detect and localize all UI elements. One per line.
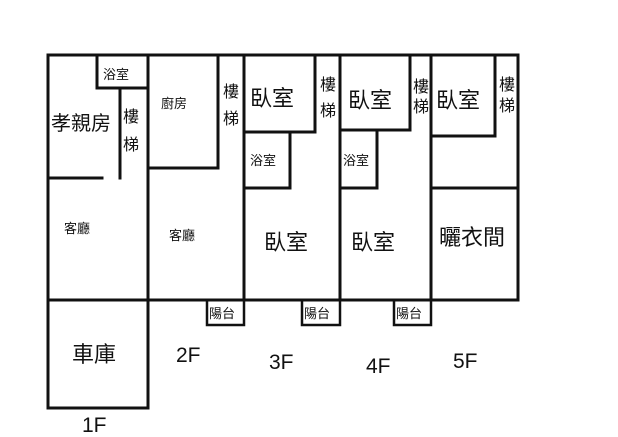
floor-2-stairs-label-top: 樓 bbox=[223, 82, 239, 101]
floor-5-drying-room-label: 曬衣間 bbox=[439, 226, 505, 251]
floor-1-stairs-label-top: 樓 bbox=[123, 107, 139, 126]
floor-3-stairs-label-top: 樓 bbox=[320, 75, 336, 94]
floor-4-bathroom-wall bbox=[338, 128, 379, 190]
floor-2-kitchen-wall bbox=[146, 53, 220, 170]
floor-4-label: 4F bbox=[366, 355, 391, 378]
floor-2-stairs-label-bottom: 梯 bbox=[223, 109, 239, 128]
floor-5-bedroom-top-label: 臥室 bbox=[436, 89, 480, 114]
floor-3-stairs-label-bottom: 梯 bbox=[320, 101, 336, 120]
floor-4-balcony-box bbox=[392, 298, 433, 327]
floor-3-balcony-label: 陽台 bbox=[304, 307, 330, 322]
floor-4-stairs-label-top: 樓 bbox=[413, 77, 429, 96]
floor-4-stairs-label-bottom: 梯 bbox=[413, 97, 429, 116]
floor-3-bedroom-top-label: 臥室 bbox=[250, 87, 294, 112]
floor-1: 浴室 孝親房 樓 梯 客廳 車庫 1F bbox=[46, 53, 150, 437]
floor-4-bedroom-top-label: 臥室 bbox=[348, 89, 392, 114]
floor-1-bathroom-label: 浴室 bbox=[103, 67, 129, 83]
floor-4-bedroom-top-wall bbox=[338, 53, 412, 132]
floor-4: 臥室 樓 梯 浴室 臥室 陽台 4F bbox=[338, 53, 433, 378]
floor-3: 臥室 樓 梯 浴室 臥室 陽台 3F bbox=[242, 53, 342, 374]
floor-5-stairs-label-top: 樓 bbox=[499, 75, 515, 94]
floor-5-outline bbox=[429, 53, 520, 302]
floor-4-bathroom-label: 浴室 bbox=[343, 153, 369, 169]
floor-2-kitchen-label: 廚房 bbox=[161, 96, 187, 112]
floor-1-stairs-label-bottom: 梯 bbox=[123, 135, 139, 154]
floor-4-bedroom-bottom-label: 臥室 bbox=[351, 231, 395, 256]
floor-5-bedroom-top-wall bbox=[429, 53, 497, 138]
floor-4-balcony-label: 陽台 bbox=[396, 307, 422, 322]
floor-2: 廚房 樓 梯 客廳 陽台 2F bbox=[146, 53, 246, 367]
floor-5-label: 5F bbox=[453, 350, 478, 373]
floor-5-stairs-label-bottom: 梯 bbox=[499, 96, 515, 115]
floor-1-living-room-label: 客廳 bbox=[64, 221, 90, 237]
floor-1-parents-room-label: 孝親房 bbox=[51, 111, 111, 135]
floor-5: 臥室 樓 梯 曬衣間 5F bbox=[429, 53, 520, 373]
floor-3-balcony-box bbox=[300, 298, 342, 327]
floor-2-balcony-box bbox=[205, 298, 246, 327]
floor-3-bedroom-bottom-label: 臥室 bbox=[264, 231, 308, 256]
floor-3-bedroom-top-wall bbox=[242, 53, 317, 134]
floor-2-living-room-label: 客廳 bbox=[169, 228, 195, 244]
floor-1-label: 1F bbox=[82, 414, 107, 437]
floor-3-bathroom-label: 浴室 bbox=[250, 153, 276, 169]
floor-3-label: 3F bbox=[269, 351, 294, 374]
floor-3-bathroom-wall bbox=[242, 130, 292, 190]
floor-1-garage-label: 車庫 bbox=[72, 343, 116, 368]
floor-2-label: 2F bbox=[176, 344, 201, 367]
floor-2-balcony-label: 陽台 bbox=[209, 307, 235, 322]
